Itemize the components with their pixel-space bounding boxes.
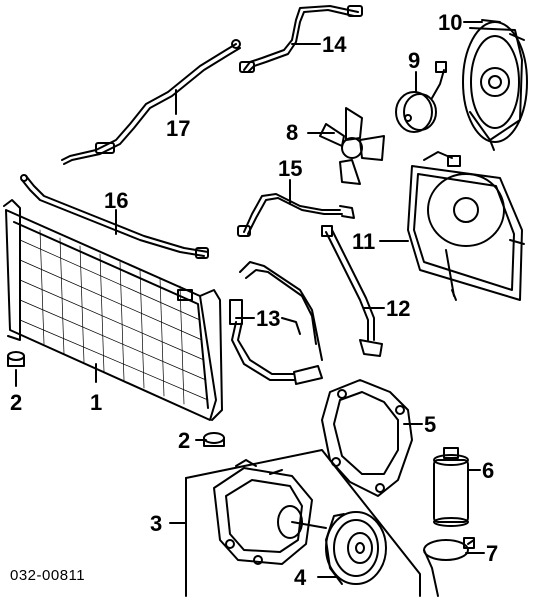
callout-2-center: 2	[178, 428, 190, 453]
ac-compressor	[214, 460, 326, 564]
callout-3: 3	[150, 511, 162, 536]
callout-15: 15	[278, 156, 302, 181]
callout-9: 9	[408, 48, 420, 73]
receiver-drier	[434, 448, 468, 526]
diagram-code: 032-00811	[10, 567, 85, 584]
callout-8: 8	[286, 120, 298, 145]
callout-11: 11	[352, 229, 375, 254]
callout-17: 17	[166, 116, 190, 141]
condenser-fan-frame	[408, 152, 524, 300]
callout-10: 10	[438, 10, 462, 35]
compressor-clutch	[326, 512, 386, 584]
callout-13: 13	[256, 306, 280, 331]
fan-shroud	[463, 20, 527, 150]
callout-6: 6	[482, 458, 494, 483]
condenser	[4, 200, 222, 420]
condenser-pipe	[21, 175, 208, 258]
callout-7: 7	[486, 541, 498, 566]
cap-center	[204, 433, 224, 446]
cap-left	[8, 352, 24, 366]
drier-bracket	[424, 538, 474, 596]
callout-4: 4	[294, 565, 307, 590]
discharge-hose	[230, 262, 322, 384]
suction-hose	[322, 226, 382, 356]
compressor-bracket	[322, 380, 412, 496]
callout-12: 12	[386, 296, 410, 321]
callout-1: 1	[90, 390, 102, 415]
callout-16: 16	[104, 188, 128, 213]
callout-14: 14	[322, 32, 347, 57]
suction-pipe-upper	[62, 40, 240, 164]
liquid-pipe-middle	[238, 194, 354, 236]
callout-5: 5	[424, 412, 436, 437]
callout-2-left: 2	[10, 390, 22, 415]
cooling-fan	[320, 108, 384, 184]
discharge-pipe-upper	[240, 6, 362, 72]
fan-motor	[396, 62, 446, 132]
